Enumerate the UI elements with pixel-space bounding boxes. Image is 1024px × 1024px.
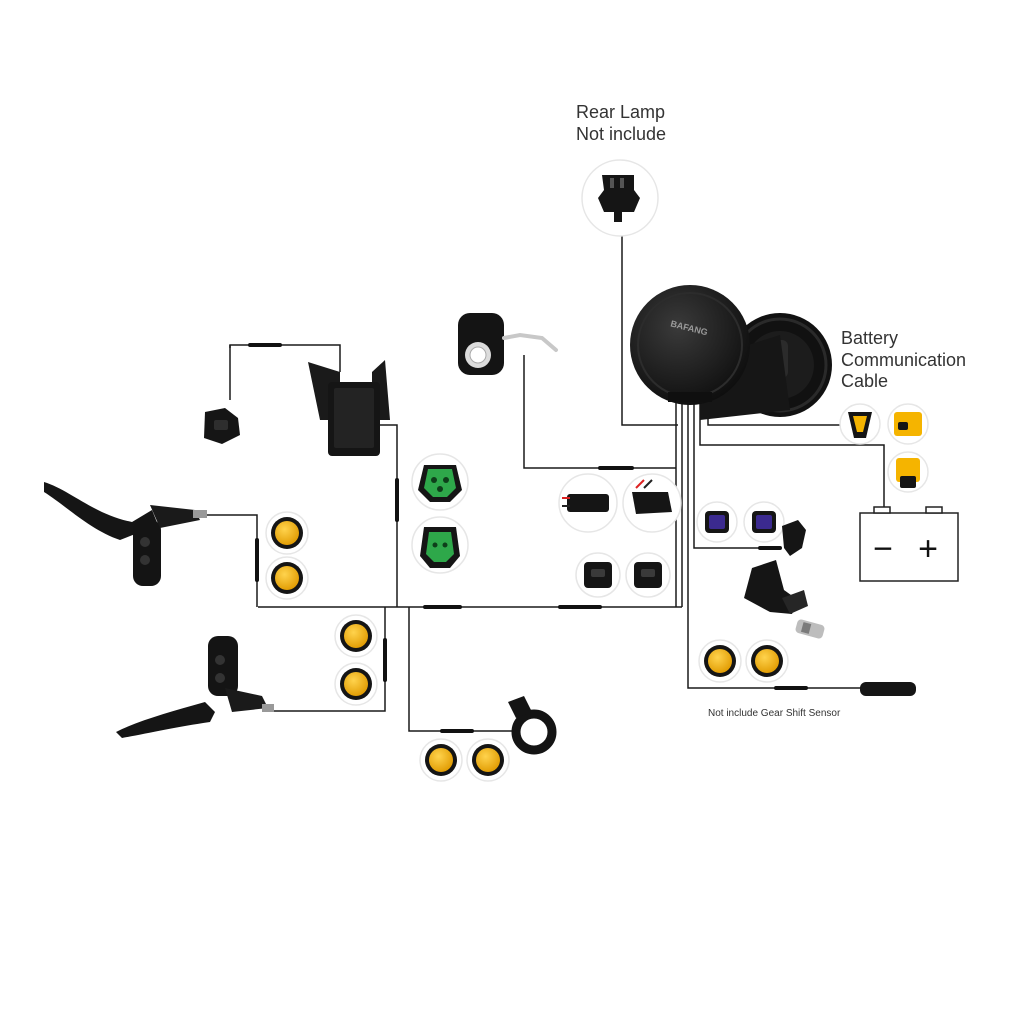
battery-symbol: − + (859, 506, 959, 582)
thumb-throttle (508, 696, 557, 755)
yellow-connector (334, 662, 378, 706)
green-connectors (411, 453, 469, 574)
gear-shift-sensor-plug (860, 682, 916, 696)
purple-connectors (696, 501, 806, 556)
yellow-connector (265, 556, 309, 600)
rear-lamp-label-line1: Rear Lamp (576, 102, 666, 122)
control-pad (204, 408, 240, 444)
front-headlamp (458, 313, 558, 375)
yellow-connector (745, 639, 789, 683)
yellow-connector (265, 511, 309, 555)
yellow-connector (334, 614, 378, 658)
wiring-harness (205, 235, 910, 733)
battery-cable-label-line2: Communication (841, 349, 967, 370)
yellow-connector (466, 738, 510, 782)
mid-drive-motor: BAFANG (630, 285, 832, 420)
rear-lamp-connector (581, 159, 659, 237)
brake-lever-upper (44, 482, 207, 586)
battery-minus: − (873, 530, 893, 568)
display-unit (308, 360, 390, 456)
speed-sensor-connectors (575, 552, 671, 598)
rear-lamp-label-line2: Not include (576, 123, 667, 144)
battery-connectors (839, 403, 929, 493)
rear-lamp-label: Rear Lamp Not include (576, 102, 666, 145)
speed-sensor (744, 560, 825, 639)
battery-cable-label-line1: Battery (841, 328, 899, 348)
battery-cable-label-line3: Cable (841, 371, 889, 392)
yellow-connector (698, 639, 742, 683)
battery-cable-label: Battery Communication Cable (841, 328, 966, 393)
brake-lever-lower (116, 636, 274, 738)
gear-sensor-note: Not include Gear Shift Sensor (708, 708, 841, 719)
yellow-connector (419, 738, 463, 782)
yellow-connectors (265, 511, 789, 782)
battery-plus: + (918, 530, 938, 568)
lamp-connectors (558, 473, 682, 533)
